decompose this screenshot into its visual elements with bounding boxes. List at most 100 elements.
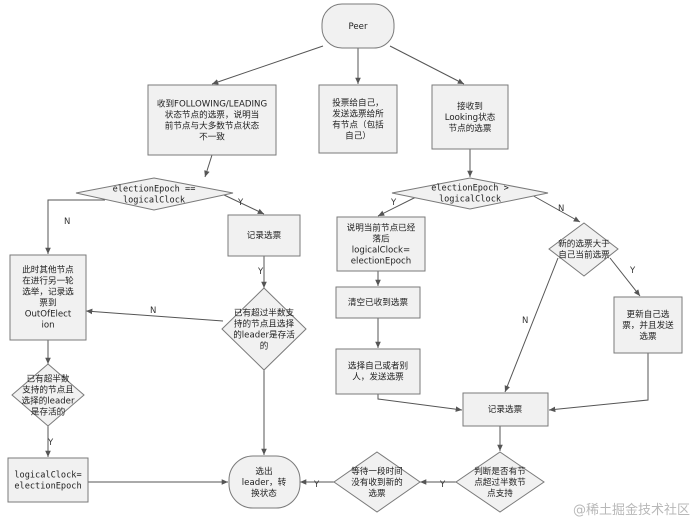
node-text-line: 没有收到新的 (351, 476, 403, 488)
node-text-line: logicalClock= (352, 246, 410, 256)
edge-leader-alive-no (85, 308, 224, 322)
node-text-line: 不一致 (199, 131, 225, 143)
node-text-line: 点超过半数节 (474, 476, 526, 488)
node-text-line: 清空已收到选票 (348, 296, 409, 308)
peer-node-text: Peer (349, 22, 368, 32)
node-text-line: 在进行另一轮 (22, 275, 74, 287)
vote-self-node-text: 投票给自己，发送选票给所有节点（包括自己） (332, 97, 384, 142)
node-text-line: 记录选票 (488, 403, 523, 415)
node-text-line: 自己当前选票 (558, 249, 610, 261)
node-text-line: 选票 (368, 487, 386, 499)
node-text-line: 选出 (255, 465, 272, 477)
edge-new-better-no (504, 257, 559, 393)
node-text-line: 记录选票 (247, 229, 282, 241)
decision-judge (455, 451, 545, 513)
update-vote-node (613, 296, 683, 354)
edge-epoch-eq-no (45, 199, 105, 254)
node-text-line: leader，转 (242, 476, 287, 488)
node-text-line: 选择的leader (22, 395, 75, 407)
node-text-line: OutOfElect (25, 310, 72, 320)
label-gt-yes: Y (390, 198, 397, 208)
node-text-line: 投票给自己， (332, 97, 384, 109)
node-text-line: 自己） (345, 130, 371, 142)
record-center-node-text: 记录选票 (488, 403, 523, 415)
decision-epoch-eq (75, 177, 234, 211)
edge-update-to-record-center (548, 353, 649, 413)
node-text-line: 已有超半数 (27, 373, 70, 385)
node-text-line: 发送选票给所 (332, 108, 384, 120)
node-text-line: electionEpoch == (113, 185, 196, 195)
edge-new-better-yes (609, 257, 641, 297)
elect-leader-node (228, 455, 301, 509)
choose-send-node (335, 348, 421, 395)
node-text-line: 点支持 (487, 487, 513, 499)
edge-epoch-gt-yes (377, 195, 419, 217)
recv-looking-node (431, 84, 509, 150)
edge-epoch-eq-yes (221, 193, 265, 215)
edge-recv-following-to-epoch-eq (204, 154, 213, 178)
node-text-line: electionEpoch (351, 257, 411, 267)
edges (45, 45, 649, 485)
node-text-line: 人，发送选票 (352, 371, 404, 383)
set-clock-node-text: logicalClock=electionEpoch (14, 471, 81, 492)
node-text-line: 有节点（包括 (332, 119, 384, 131)
node-text-line: 的 (260, 340, 269, 352)
node-text-line: 是存活的 (31, 406, 65, 418)
node-text-line: ion (41, 321, 54, 331)
node-text-line: 接收到 (457, 100, 483, 112)
other-round-node (9, 254, 87, 341)
node-text-line: 此时其他节点 (22, 264, 74, 276)
record-top-node (227, 214, 301, 257)
node-text-line: Peer (349, 22, 368, 32)
node-text-line: logicalClock (123, 196, 186, 206)
decision-epoch-gt (391, 177, 549, 210)
node-text-line: 落后 (372, 233, 390, 245)
label-gt-no: N (558, 204, 564, 214)
node-text-line: electionEpoch (14, 482, 81, 492)
label-eq-yes: Y (237, 198, 244, 208)
peer-node (321, 3, 395, 49)
label-record-top-yes: Y (257, 267, 264, 277)
label-wait-yes: Y (313, 480, 320, 490)
decision-new-better-text: 新的选票大于自己当前选票 (558, 238, 610, 261)
choose-send-node-text: 选择自己或者别人，发送选票 (348, 360, 408, 383)
label-leader-alive-no: N (150, 306, 156, 316)
node-text-line: 的leader是存活 (233, 329, 295, 341)
label-eq-no: N (64, 217, 70, 227)
watermark: @稀土掘金技术社区 (573, 502, 690, 518)
label-new-better-yes: Y (629, 266, 636, 276)
record-top-node-text: 记录选票 (247, 229, 282, 241)
node-text-line: 新的选票大于 (558, 238, 610, 250)
decision-wait (333, 451, 421, 513)
node-text-line: 收到FOLLOWING/LEADING (157, 98, 267, 110)
decision-epoch-gt-text: electionEpoch >logicalClock (431, 184, 509, 205)
node-text-line: logicalClock (439, 195, 502, 205)
decision-judge-text: 判断是否有节点超过半数节点支持 (474, 465, 526, 499)
decision-wait-text: 等待一段时间没有收到新的选票 (351, 465, 403, 499)
node-text-line: 支持的节点且 (22, 384, 74, 396)
edge-peer-to-recv-looking (389, 45, 465, 85)
update-vote-node-text: 更新自己选票，并且发送选票 (622, 308, 674, 342)
clear-recv-node-text: 清空已收到选票 (348, 296, 409, 308)
label-judge-yes: Y (439, 480, 446, 490)
node-text-line: 票，并且发送 (622, 319, 674, 331)
recv-following-node (147, 84, 277, 156)
decision-new-better (548, 222, 619, 277)
node-text-line: 判断是否有节 (474, 465, 526, 477)
node-text-line: 状态节点的选票，说明当 (165, 109, 260, 121)
decision-leader-alive (221, 287, 307, 371)
node-text-line: logicalClock= (14, 471, 81, 481)
behind-node (336, 216, 426, 272)
label-new-better-no: N (522, 316, 528, 326)
edge-epoch-gt-no (529, 193, 581, 223)
edge-choose-to-record-center (377, 394, 463, 412)
clear-recv-node (335, 286, 421, 319)
node-text-line: 选择自己或者别 (348, 360, 408, 372)
decision-left-majority (11, 363, 85, 427)
